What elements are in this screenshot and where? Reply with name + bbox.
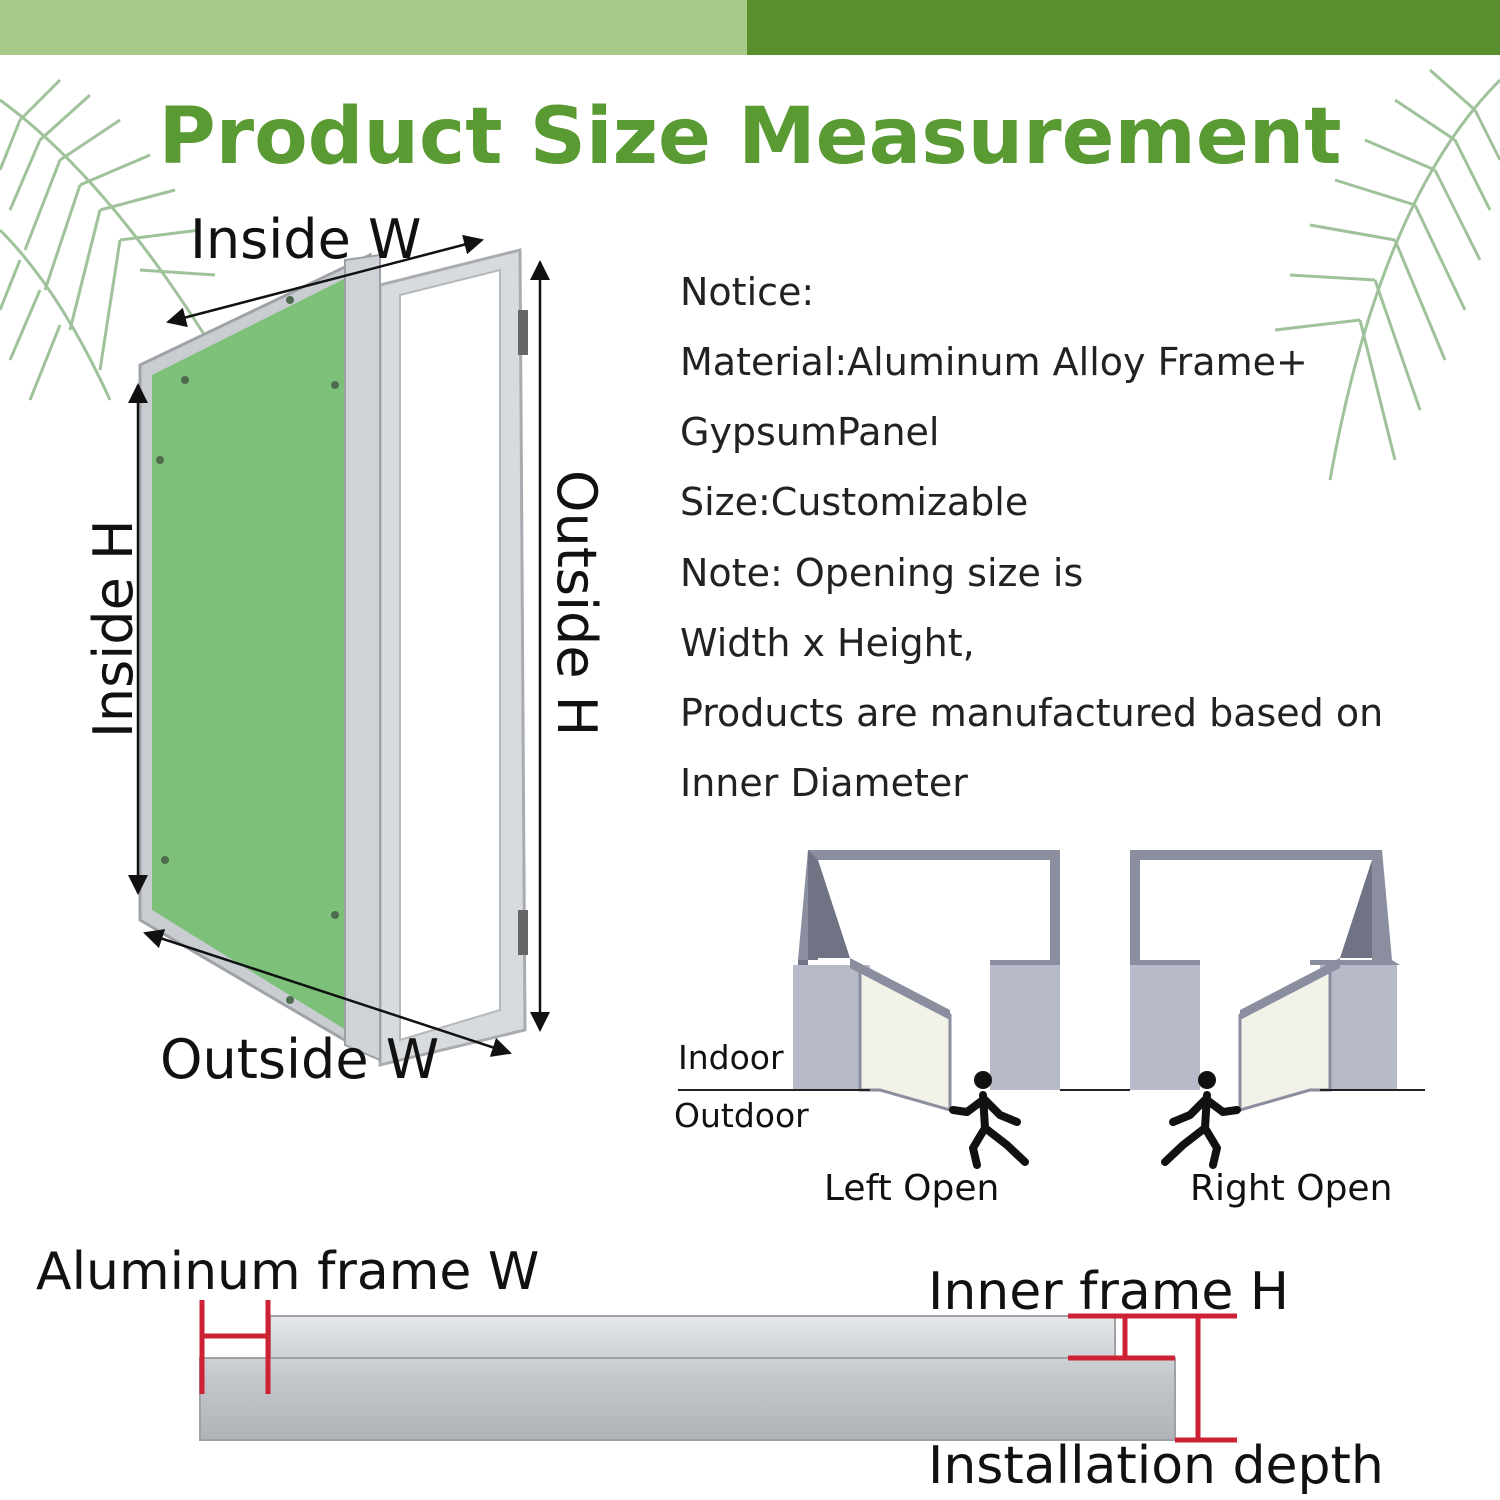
top-bar-dark	[747, 0, 1500, 55]
inside-h-label: Inside H	[82, 519, 145, 738]
notice-note-line2: Width x Height,	[680, 621, 975, 665]
notice-heading: Notice:	[680, 270, 815, 314]
outdoor-label: Outdoor	[674, 1096, 809, 1135]
notice-material-line1: Material:Aluminum Alloy Frame+	[680, 340, 1308, 384]
outside-w-label: Outside W	[160, 1028, 440, 1091]
access-panel-illustration	[138, 248, 528, 1067]
page-title: Product Size Measurement	[158, 92, 1342, 182]
aluminum-frame-w-label: Aluminum frame W	[36, 1242, 540, 1302]
palm-leaf-left-icon	[0, 78, 222, 401]
walking-person-icon	[949, 1071, 1029, 1169]
top-bar-light	[0, 0, 747, 55]
left-open-label: Left Open	[824, 1168, 1000, 1209]
notice-size: Size:Customizable	[680, 480, 1029, 524]
inside-w-label: Inside W	[190, 208, 422, 271]
notice-note-line3: Products are manufactured based on	[680, 691, 1384, 735]
right-open-label: Right Open	[1190, 1168, 1393, 1209]
door-opening-diagram	[678, 850, 1425, 1112]
panel-measure-arrows	[128, 234, 550, 1057]
outside-h-label: Outside H	[545, 470, 608, 737]
frame-profile-illustration	[199, 1300, 1237, 1443]
notice-note-line4: Inner Diameter	[680, 761, 968, 805]
installation-depth-label: Installation depth	[928, 1436, 1384, 1496]
inner-frame-h-label: Inner frame H	[928, 1262, 1289, 1322]
palm-leaf-right-icon	[1274, 68, 1500, 481]
walking-person-icon	[1161, 1071, 1241, 1169]
notice-material-line2: GypsumPanel	[680, 410, 940, 454]
indoor-label: Indoor	[678, 1038, 784, 1077]
notice-note-line1: Note: Opening size is	[680, 551, 1084, 595]
